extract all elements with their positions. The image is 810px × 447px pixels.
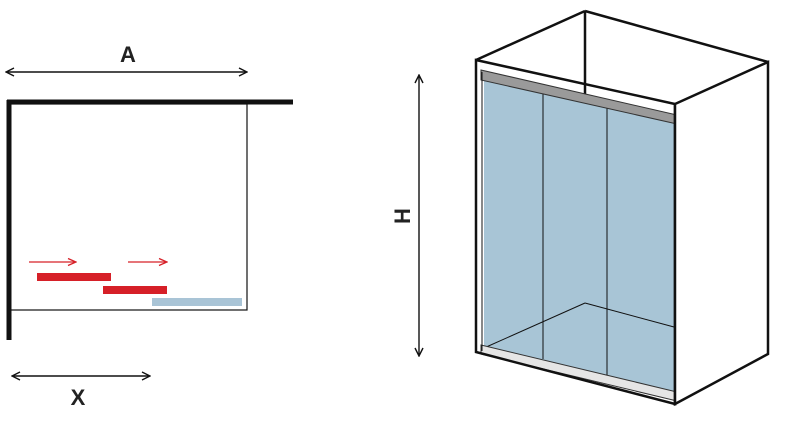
opening-label: X: [71, 385, 86, 410]
perspective-view: H: [390, 9, 770, 407]
sliding-panel-inner: [103, 286, 167, 294]
glass-panel-area: [484, 78, 674, 395]
floor-line-left: [483, 302, 586, 349]
width-label: A: [120, 42, 136, 67]
top-edge-left: [475, 9, 586, 62]
top-view: A X: [7, 42, 293, 410]
floor-line-right: [584, 302, 675, 328]
height-label: H: [390, 208, 415, 224]
fixed-panel: [152, 298, 242, 306]
shower-tray-outline: [9, 103, 248, 311]
sliding-panel-outer: [37, 273, 111, 281]
top-edge-back: [584, 9, 769, 64]
right-wall: [673, 60, 770, 407]
